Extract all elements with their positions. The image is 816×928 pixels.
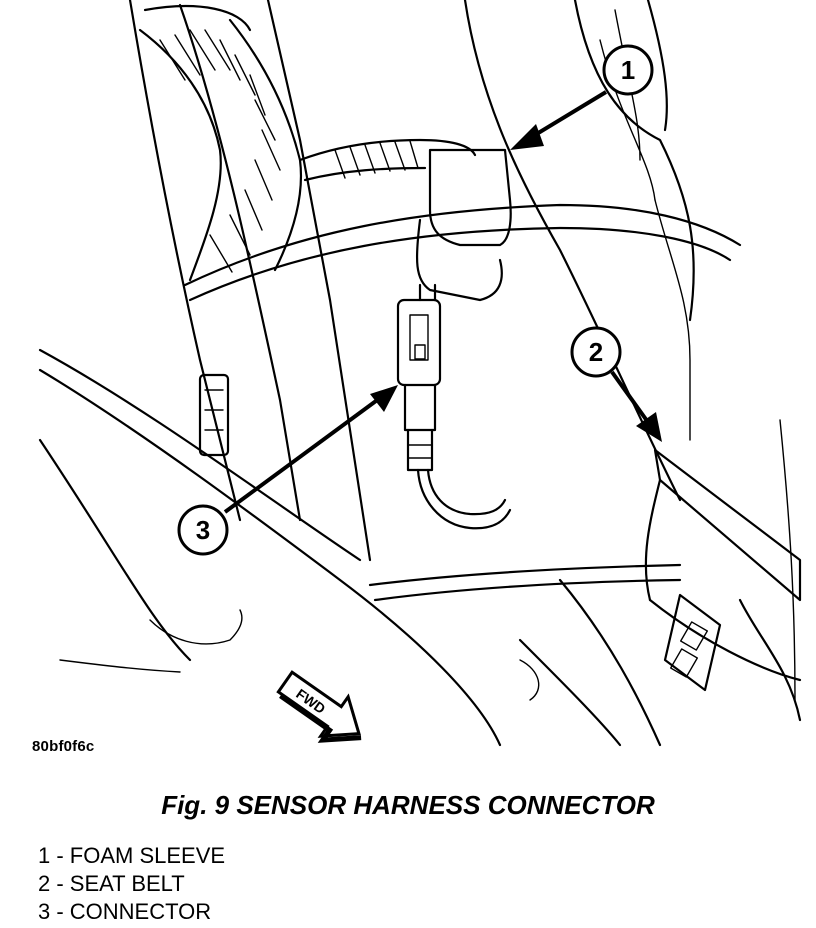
callout-2-number: 2 [589,337,603,367]
seat-belt [644,448,802,722]
diagram-illustration: FWD 1 2 3 [38,0,802,747]
callout-1-number: 1 [621,55,635,85]
legend-item-foam-sleeve: 1 - FOAM SLEEVE [38,843,226,868]
harness-connector [396,283,512,530]
door-sill [38,348,662,747]
callout-legend: 1 - FOAM SLEEVE 2 - SEAT BELT 3 - CONNEC… [38,842,225,926]
legend-item-seat-belt: 2 - SEAT BELT [38,871,185,896]
forward-direction-arrow: FWD [276,670,362,743]
wire-harness [298,138,477,182]
legend-item-connector: 3 - CONNECTOR [38,899,212,924]
trim-panel-edge [183,203,742,602]
b-pillar-trim [128,0,796,701]
callout-3: 3 [177,385,398,556]
side-connector [198,373,230,457]
callout-2: 2 [570,326,662,442]
figure-caption: Fig. 9 SENSOR HARNESS CONNECTOR [161,790,655,820]
image-reference-code: 80bf0f6c [32,738,95,755]
callout-3-number: 3 [196,515,210,545]
callout-1: 1 [510,44,654,150]
